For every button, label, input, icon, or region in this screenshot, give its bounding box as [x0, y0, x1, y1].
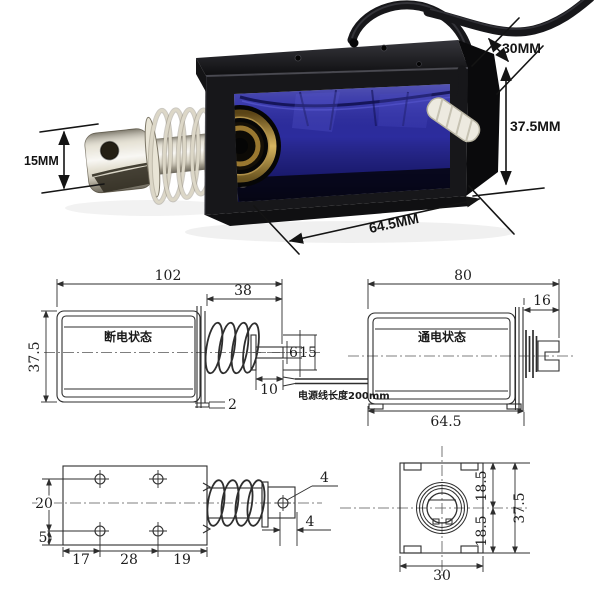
bearing-ring: [234, 105, 281, 187]
dim-30mm-label: 30MM: [502, 40, 541, 56]
d2-body-length: 64.5: [430, 414, 461, 430]
plunger-shadow: [65, 200, 235, 216]
d3-edge-offset: 5: [39, 530, 48, 546]
drawing-bottom-view: 20 5 17 28 19 4 4: [32, 465, 338, 568]
drawing-end-view: 18.5 18.5 37.5 30: [340, 446, 530, 584]
d2-clevis-fork: [537, 340, 560, 372]
d4-upper-half: 18.5: [474, 470, 490, 501]
d2-stroke-length: 16: [533, 293, 551, 309]
dim-37-5mm-label: 37.5MM: [510, 118, 561, 134]
d1-spring: [204, 321, 260, 375]
d2-dimensions: 80 16 64.5: [367, 268, 560, 430]
clevis-end: [84, 128, 153, 194]
d1-total-length: 102: [155, 268, 182, 284]
d1-height: 37.5: [27, 341, 43, 372]
d1-rod-dia: 6: [289, 345, 298, 361]
deenergized-label: 断电状态: [104, 329, 152, 344]
solenoid-right-face: [458, 40, 500, 196]
lead-wires: [282, 376, 368, 387]
dim-15mm: 15MM: [24, 123, 105, 194]
d1-dimensions: 102 38 37.5 6 15: [27, 268, 317, 413]
spring-washer: [144, 116, 161, 198]
energized-label: 通电状态: [418, 329, 466, 344]
d1-stroke-length: 38: [234, 283, 252, 299]
d2-total-length: 80: [454, 268, 472, 284]
d4-dimensions: 18.5 18.5 37.5 30: [399, 462, 530, 584]
cable-grommet: [349, 38, 359, 48]
drawing-energized-view: 通电状态 电源线长度200mm 80 16 64.5: [282, 268, 576, 430]
engineering-drawings: 断电状态 102 38: [27, 268, 576, 584]
d4-width: 30: [433, 568, 451, 584]
d3-dimensions: 20 5 17 28 19 4 4: [33, 470, 338, 568]
wire-sleeve: [426, 65, 481, 143]
wire-length-note: 电源线长度200mm: [298, 389, 390, 402]
dim-37-5mm: 37.5MM: [472, 66, 561, 197]
d4-height: 37.5: [512, 492, 528, 523]
product-photo: 30MM 37.5MM 15MM 64.5MM: [24, 0, 595, 255]
d3-span-right: 19: [173, 552, 191, 568]
d1-plate-thickness: 2: [228, 397, 237, 413]
d3-hole-dia: 4: [320, 470, 329, 486]
d3-span-left: 17: [72, 552, 90, 568]
d3-hole-offset: 4: [306, 514, 315, 530]
d1-tip-length: 10: [260, 382, 278, 398]
d3-span-mid: 28: [120, 552, 138, 568]
d2-compressed-spring: [525, 330, 538, 378]
clevis-hole: [100, 141, 119, 160]
d4-lower-half: 18.5: [474, 515, 490, 546]
d4-core-circles: [416, 482, 468, 534]
mounting-holes: [91, 470, 167, 540]
d3-hole-spacing-v: 20: [35, 496, 53, 512]
drawing-deenergized-view: 断电状态 102 38: [27, 268, 320, 413]
dim-15mm-label: 15MM: [24, 154, 59, 168]
d1-washer-dia: 15: [299, 345, 317, 361]
d3-spring: [206, 479, 266, 527]
solenoid-top-face: [196, 38, 468, 77]
